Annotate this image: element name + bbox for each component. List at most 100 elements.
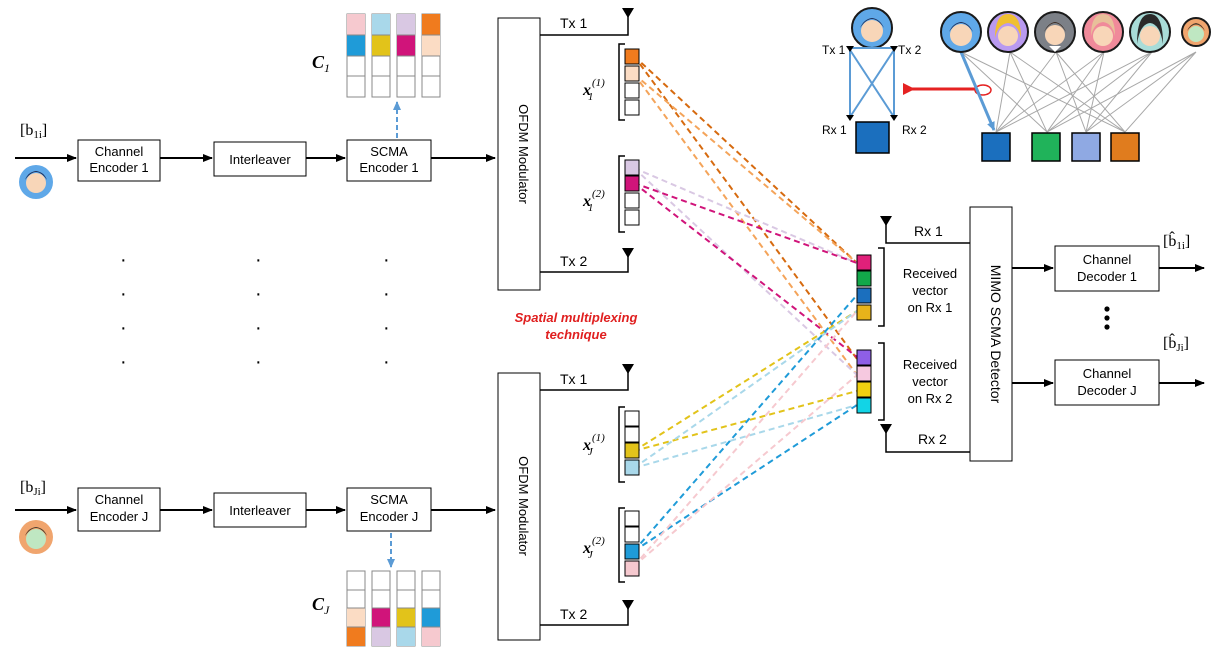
scma-encoder-1-line2: Encoder 1 [359, 160, 418, 175]
inset-red-ellipse [974, 84, 992, 96]
received-rx2-line3: on Rx 2 [908, 391, 953, 406]
inset-user-2-icon [987, 11, 1029, 53]
received-vector-rx2 [856, 342, 885, 421]
inset-user-4-icon [1082, 11, 1124, 53]
codebook-cj [346, 570, 441, 647]
channel-encoder-1-line2: Encoder 1 [89, 160, 148, 175]
received-rx1-line2: vector [912, 283, 948, 298]
ofdm-modulator-bottom-label: OFDM Modulator [516, 456, 531, 556]
mimo-scma-detector-label: MIMO SCMA Detector [988, 265, 1004, 404]
channel-encoder-j-line1: Channel [95, 492, 144, 507]
svg-text:·: · [255, 351, 262, 373]
svg-text:·: · [383, 249, 390, 271]
svg-text:·: · [255, 317, 262, 339]
svg-text:·: · [120, 249, 127, 271]
output-1-label: [b̂1i] [1163, 230, 1190, 252]
interleaver-top-label: Interleaver [229, 152, 291, 167]
ofdm-modulator-bottom-box [497, 372, 541, 641]
interleaver-bottom-box [213, 492, 307, 528]
vector-x1-2 [618, 155, 640, 233]
inset-user-1-icon [940, 11, 982, 53]
scma-encoder-j-line2: Encoder J [360, 509, 419, 524]
scma-encoder-j-box [346, 487, 432, 532]
svg-text:·: · [120, 351, 127, 373]
codebook-c1-label: C1 [312, 52, 330, 75]
channel-decoder-1-line1: Channel [1083, 252, 1132, 267]
interleaver-bottom-label: Interleaver [229, 503, 291, 518]
vector-x1-1 [618, 43, 640, 121]
xJ-1-label: x(1)J [582, 432, 605, 458]
channel-decoder-j-box [1054, 359, 1160, 406]
scma-encoder-j-line1: SCMA [370, 492, 408, 507]
channel-decoder-1-box [1054, 245, 1160, 292]
user-avatar-bottom-icon [19, 520, 53, 554]
tx1-top-label: Tx 1 [560, 15, 587, 31]
inset-rx1-label: Rx 1 [822, 123, 847, 137]
received-rx2-line2: vector [912, 374, 948, 389]
received-rx1-line3: on Rx 1 [908, 300, 953, 315]
input-label-top: [b1i] [20, 122, 47, 141]
spatial-multiplexing-line1: Spatial multiplexing [515, 310, 638, 325]
inset-resource-2 [1031, 132, 1061, 162]
xJ-2-label: x(2)J [582, 535, 605, 561]
channel-lines [633, 55, 858, 567]
channel-decoder-1-line2: Decoder 1 [1077, 269, 1137, 284]
channel-encoder-1-line1: Channel [95, 144, 144, 159]
svg-text:[b1i]: [b1i] [20, 122, 47, 141]
svg-text:·: · [255, 283, 262, 305]
vertical-ellipsis-left: · · · · · · · · · · · · [120, 249, 390, 373]
scma-encoder-1-line1: SCMA [370, 144, 408, 159]
inset-tx1-label: Tx 1 [822, 43, 846, 57]
tx-antennas-bottom [540, 364, 634, 626]
svg-text:[bJi]: [bJi] [20, 479, 46, 498]
spatial-multiplexing-line2: technique [545, 327, 606, 342]
svg-text:·: · [120, 317, 127, 339]
scma-encoder-1-box [346, 139, 432, 182]
inset-resource-3 [1071, 132, 1101, 162]
tx2-top-label: Tx 2 [560, 253, 587, 269]
rx2-label: Rx 2 [918, 431, 947, 447]
tx1-bottom-label: Tx 1 [560, 371, 587, 387]
received-rx2-line1: Received [903, 357, 957, 372]
codebook-cj-label: CJ [312, 594, 330, 617]
inset-tx2-label: Tx 2 [898, 43, 922, 57]
user-avatar-top-icon [19, 165, 53, 199]
vector-xJ-1 [618, 406, 640, 483]
x1-2-label: x(2)1 [582, 188, 605, 214]
received-rx1-line1: Received [903, 266, 957, 281]
decoder-ellipsis [1104, 306, 1110, 330]
channel-decoder-j-line2: Decoder J [1077, 383, 1136, 398]
rx1-label: Rx 1 [914, 223, 943, 239]
inset-user-3-icon [1034, 11, 1076, 53]
svg-text:·: · [120, 283, 127, 305]
received-vector-rx1 [856, 247, 885, 327]
inset-user-6-icon [1181, 17, 1211, 47]
inset-factor-graph-edges [960, 51, 1197, 133]
channel-decoder-j-line1: Channel [1083, 366, 1132, 381]
ofdm-modulator-top-box [497, 17, 541, 291]
vector-xJ-2 [618, 507, 640, 583]
inset-user1-edge [959, 51, 996, 131]
tx-antennas-top [540, 8, 634, 273]
inset-resource-1 [981, 132, 1011, 162]
ofdm-modulator-top-label: OFDM Modulator [516, 104, 531, 204]
output-j-label: [b̂Ji] [1163, 332, 1189, 354]
interleaver-top-box [213, 141, 307, 177]
svg-text:·: · [383, 317, 390, 339]
inset-mimo-link [846, 7, 898, 154]
svg-text:·: · [383, 283, 390, 305]
inset-resource-4 [1110, 132, 1140, 162]
mimo-scma-detector-box [969, 206, 1013, 462]
codebook-c1 [346, 13, 441, 98]
x1-1-label: x(1)1 [582, 77, 605, 103]
channel-encoder-1-box [77, 139, 161, 182]
channel-encoder-j-line2: Encoder J [90, 509, 149, 524]
inset-rx2-label: Rx 2 [902, 123, 927, 137]
svg-text:·: · [255, 249, 262, 271]
tx2-bottom-label: Tx 2 [560, 606, 587, 622]
channel-encoder-j-box [77, 487, 161, 532]
input-label-bottom: [bJi] [20, 479, 46, 498]
svg-text:·: · [383, 351, 390, 373]
